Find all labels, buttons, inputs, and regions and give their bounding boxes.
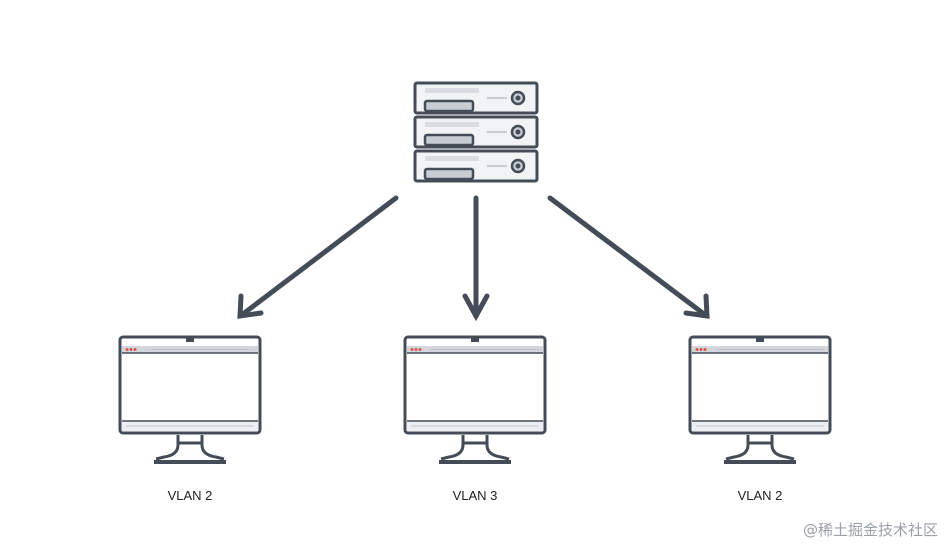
monitor-icon xyxy=(688,335,832,464)
watermark: @稀土掘金技术社区 xyxy=(802,521,938,539)
computer-label-vlan: VLAN 3 xyxy=(452,488,498,503)
monitor-icon xyxy=(403,335,547,464)
computer-label-vlan: VLAN 2 xyxy=(737,488,783,503)
monitor-icon xyxy=(118,335,262,464)
arrow-right xyxy=(547,195,710,319)
arrow-left xyxy=(237,195,399,319)
server-unit-top xyxy=(413,81,539,115)
arrow-center xyxy=(462,195,490,322)
server-unit-middle xyxy=(413,115,539,149)
server-stack-icon xyxy=(413,81,539,183)
server-unit-bottom xyxy=(413,149,539,183)
computer-label-vlan: VLAN 2 xyxy=(167,488,213,503)
